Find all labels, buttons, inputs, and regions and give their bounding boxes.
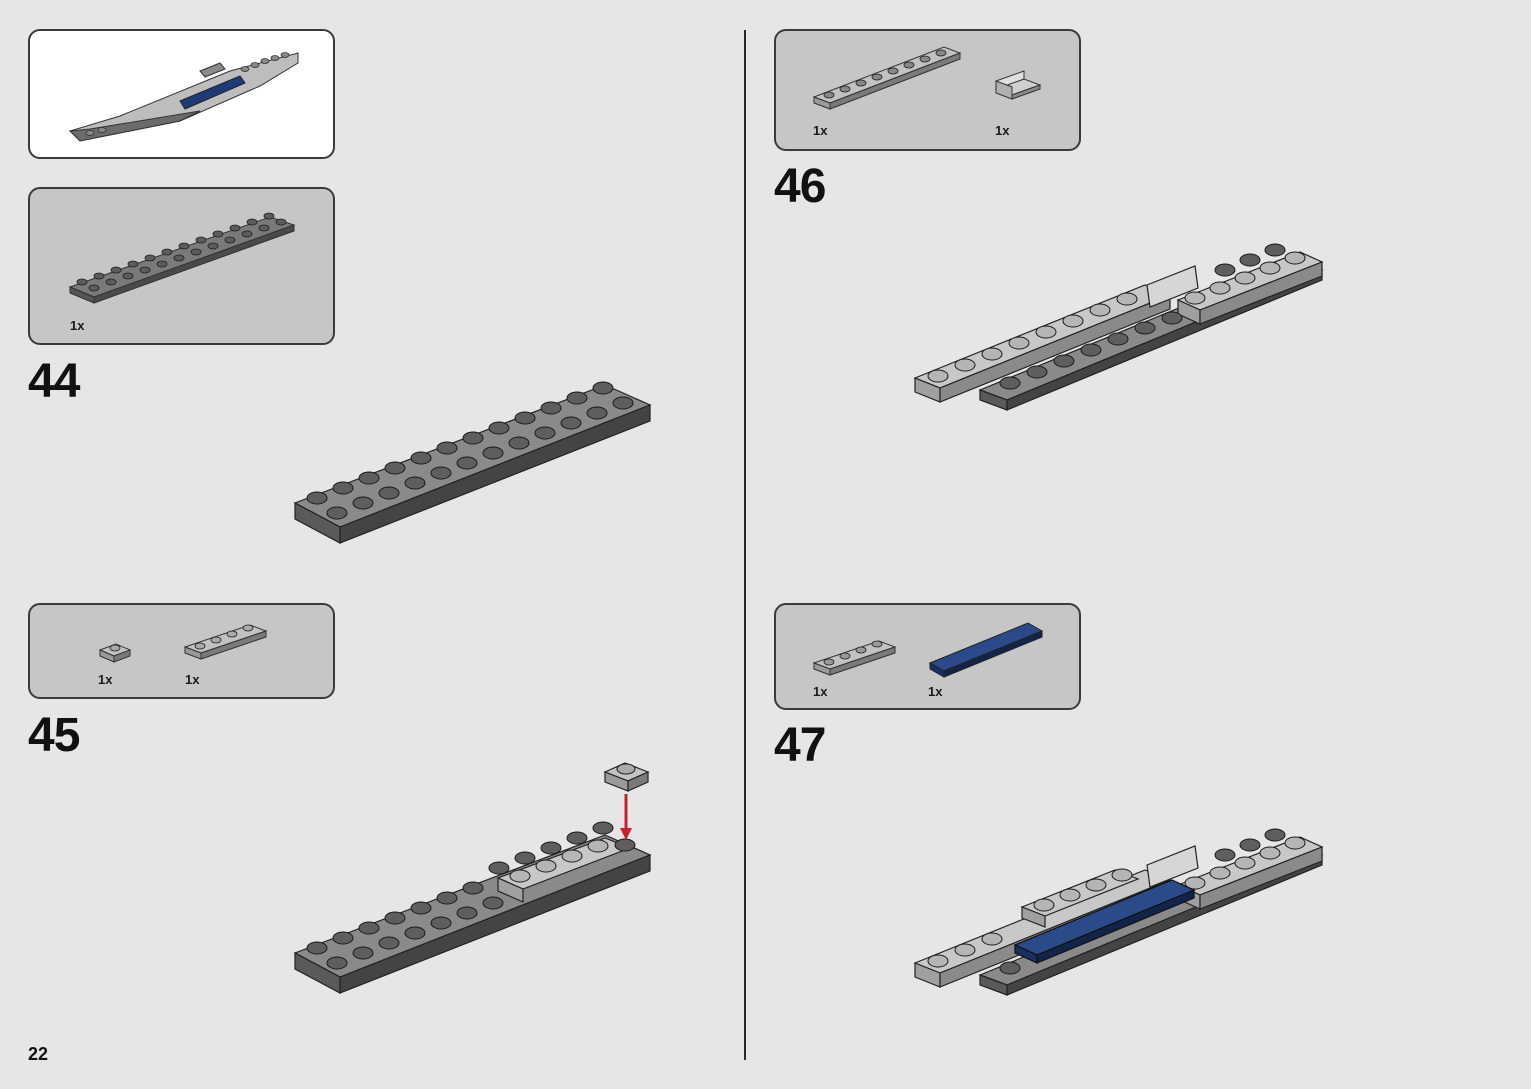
page-number: 22 (28, 1044, 49, 1064)
plate-1x1-light-gray-icon (98, 643, 132, 663)
step-44-parts-box: 1x (28, 187, 335, 345)
step-number: 44 (28, 355, 80, 408)
part-qty: 1x (813, 123, 828, 138)
panel-1x2-light-gray-icon (994, 70, 1042, 100)
part-qty: 1x (185, 672, 200, 687)
part-qty: 1x (98, 672, 113, 687)
step-47-parts-box: 1x 1x (774, 603, 1081, 710)
part-qty: 1x (928, 684, 943, 699)
part-qty: 1x (995, 123, 1010, 138)
tile-1x8-blue-icon (928, 622, 1044, 678)
ship-preview-icon (68, 52, 299, 142)
step-47-model (913, 828, 1324, 996)
step-number: 46 (774, 160, 826, 213)
plate-2x12-dark-gray-icon (68, 212, 296, 304)
plate-1x8-light-gray-icon (812, 46, 962, 110)
step-46-parts-box: 1x 1x (774, 29, 1081, 151)
step-45-model (293, 762, 652, 994)
step-46-model (913, 243, 1324, 411)
step-44-model (293, 381, 652, 544)
part-qty: 1x (70, 318, 85, 333)
preview-box (28, 29, 335, 159)
column-divider (744, 30, 746, 1060)
plate-1x4-light-gray-icon (183, 624, 268, 660)
plate-1x4-light-gray-icon (812, 640, 897, 676)
part-qty: 1x (813, 684, 828, 699)
step-number: 47 (774, 719, 826, 772)
step-45-parts-box: 1x 1x (28, 603, 335, 699)
step-number: 45 (28, 709, 80, 762)
